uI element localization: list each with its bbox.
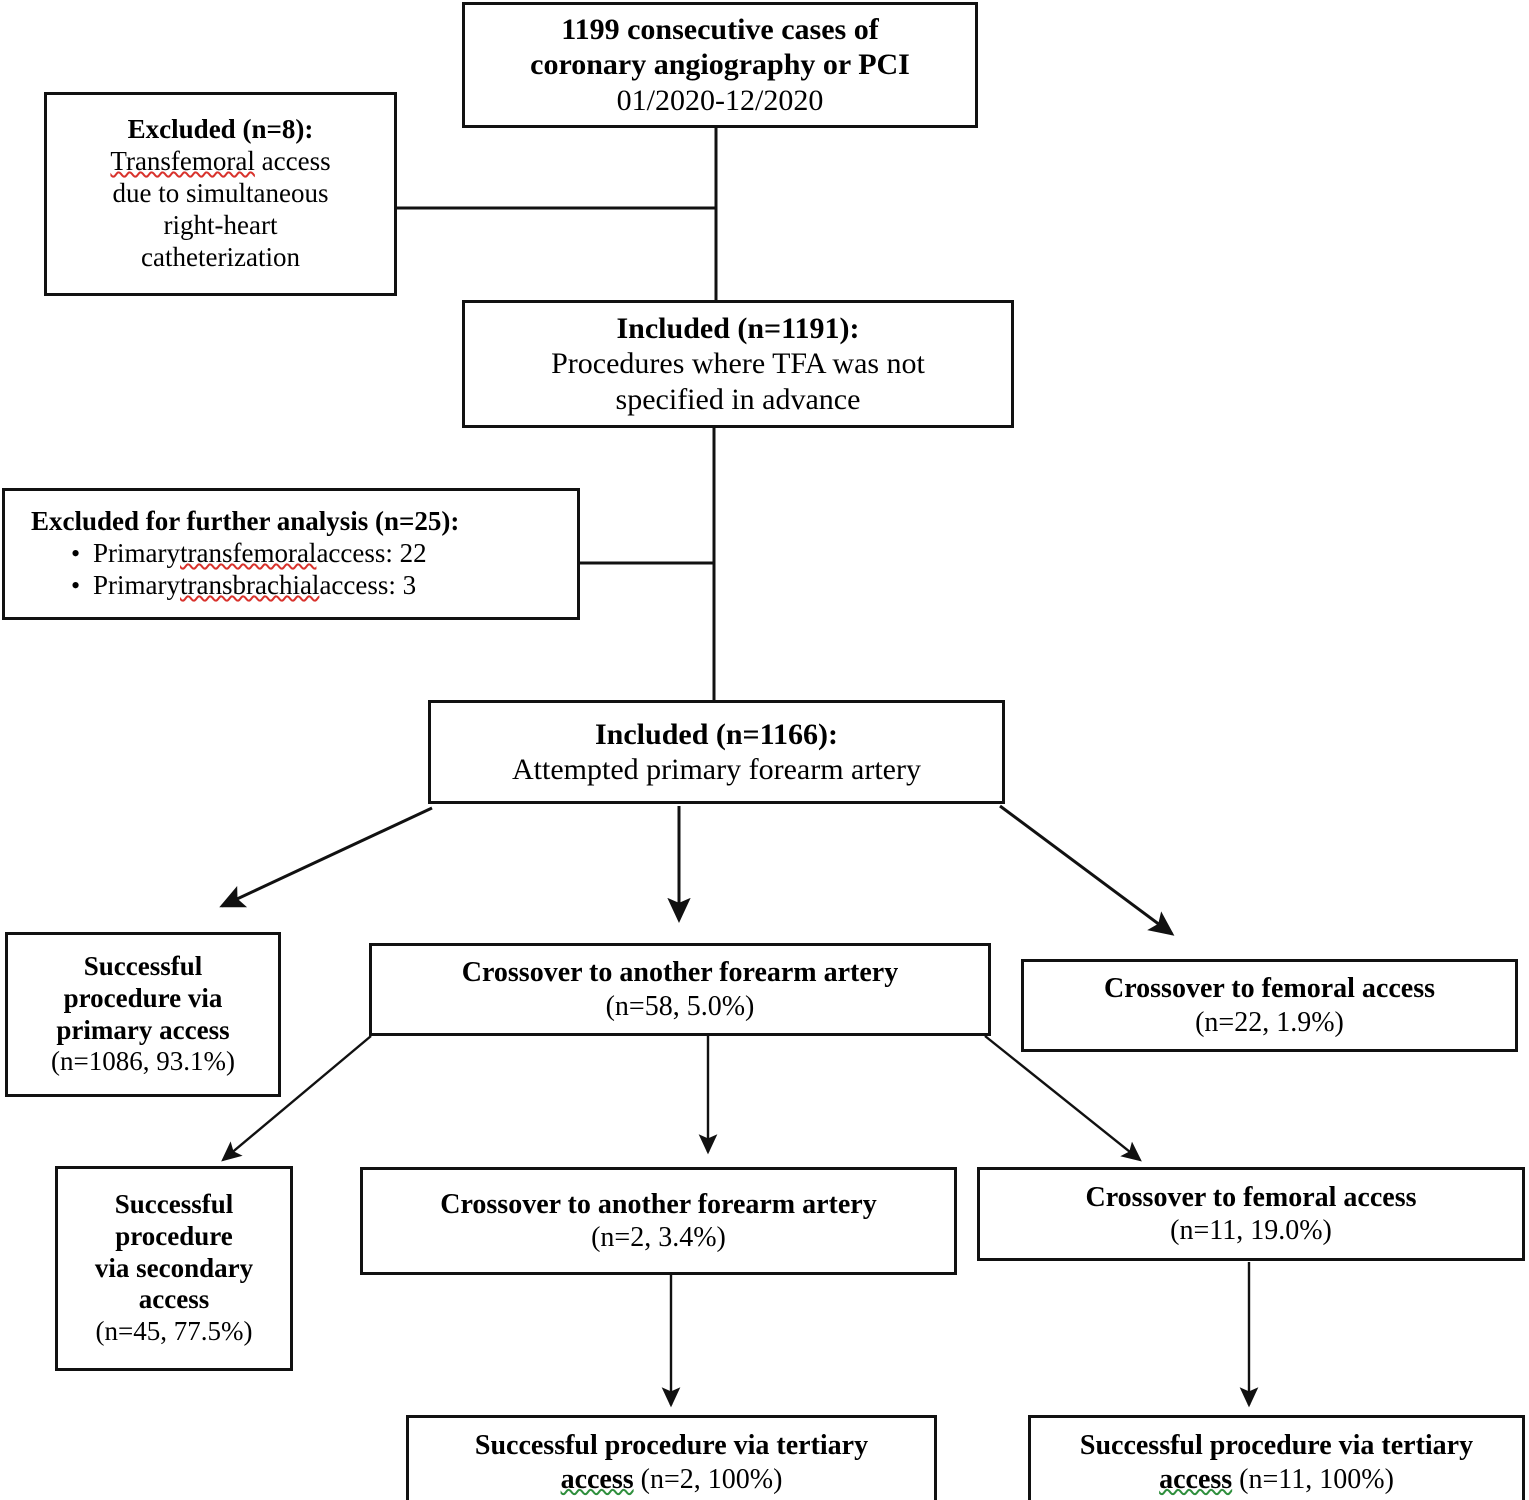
included1191-line1: Procedures where TFA was not <box>551 347 925 381</box>
crossover-femoral22-line1: Crossover to femoral access <box>1104 973 1435 1005</box>
list-item: • Primary transfemoral access: 22 <box>5 538 577 570</box>
arrow-1166-to-success-primary <box>219 806 433 908</box>
spellcheck-transfemoral: Transfemoral <box>110 146 255 177</box>
tertiary11-line1: Successful procedure via tertiary <box>1079 1430 1474 1462</box>
crossover-femoral11-line1: Crossover to femoral access <box>1085 1181 1417 1213</box>
bullet2-pre: Primary <box>93 569 180 600</box>
node-included-1191: Included (n=1191): Procedures where TFA … <box>462 300 1014 428</box>
tertiary2-line1: Successful procedure via tertiary <box>474 1430 869 1462</box>
excluded8-line2: due to simultaneous <box>112 178 329 209</box>
crossover2-line1: Crossover to another forearm artery <box>440 1188 877 1220</box>
included1191-header: Included (n=1191): <box>616 311 860 345</box>
arrow-58-to-crossover-femoral11 <box>984 1035 1142 1162</box>
excluded8-line1-rest: access <box>254 146 331 177</box>
excluded8-line1: Transfemoral access <box>110 146 330 178</box>
included1191-line2: specified in advance <box>615 382 861 416</box>
excluded8-line3: right-heart <box>163 209 278 240</box>
node-included-1166: Included (n=1166): Attempted primary for… <box>428 700 1005 804</box>
grammarcheck-access-2: access <box>560 1463 634 1495</box>
success-secondary-count: (n=45, 77.5%) <box>95 1316 253 1347</box>
spellcheck-transfemoral-bullet: transfemoral <box>180 538 317 569</box>
bullet-icon: • <box>71 570 81 600</box>
crossover58-line1: Crossover to another forearm artery <box>461 957 899 989</box>
node-excluded-8: Excluded (n=8): Transfemoral access due … <box>44 92 397 296</box>
node-screened-cases: 1199 consecutive cases of coronary angio… <box>462 2 978 128</box>
screened-line1: 1199 consecutive cases of <box>561 12 879 46</box>
node-excluded-25: Excluded for further analysis (n=25): • … <box>2 488 580 620</box>
crossover-femoral11-count: (n=11, 19.0%) <box>1170 1215 1332 1246</box>
node-crossover-forearm-58: Crossover to another forearm artery (n=5… <box>369 943 991 1036</box>
excluded8-header: Excluded (n=8): <box>127 114 314 145</box>
bullet-icon: • <box>71 539 81 569</box>
tertiary11-line2: access (n=11, 100%) <box>1159 1463 1394 1496</box>
node-success-secondary-access: Successful procedure via secondary acces… <box>55 1166 293 1371</box>
node-crossover-forearm-2: Crossover to another forearm artery (n=2… <box>360 1167 957 1275</box>
node-success-tertiary-forearm: Successful procedure via tertiary access… <box>406 1415 937 1500</box>
screened-line2: coronary angiography or PCI <box>530 48 910 82</box>
node-crossover-femoral-22: Crossover to femoral access (n=22, 1.9%) <box>1021 959 1518 1052</box>
success-primary-line3: primary access <box>56 1014 230 1045</box>
crossover2-count: (n=2, 3.4%) <box>591 1222 726 1253</box>
bullet1-pre: Primary <box>93 538 180 569</box>
node-success-primary-access: Successful procedure via primary access … <box>5 932 281 1097</box>
success-secondary-line4: access <box>138 1284 210 1315</box>
crossover-femoral22-count: (n=22, 1.9%) <box>1195 1006 1344 1038</box>
screened-line3: 01/2020-12/2020 <box>616 83 824 117</box>
included1166-header: Included (n=1166): <box>595 717 838 751</box>
bullet1-post: access: 22 <box>316 538 427 569</box>
tertiary2-line2: access (n=2, 100%) <box>561 1463 783 1496</box>
grammarcheck-access-11: access <box>1159 1463 1233 1495</box>
success-secondary-line3: via secondary <box>94 1252 254 1283</box>
excluded8-line4: catheterization <box>141 241 300 272</box>
tertiary11-count: (n=11, 100%) <box>1232 1463 1394 1495</box>
success-secondary-line2: procedure <box>115 1220 233 1251</box>
crossover58-count: (n=58, 5.0%) <box>605 990 755 1022</box>
excluded25-bullet-list: • Primary transfemoral access: 22 • Prim… <box>5 538 577 602</box>
tertiary2-count: (n=2, 100%) <box>633 1463 783 1495</box>
node-crossover-femoral-11: Crossover to femoral access (n=11, 19.0%… <box>977 1167 1525 1261</box>
success-primary-count: (n=1086, 93.1%) <box>51 1046 235 1077</box>
node-success-tertiary-femoral: Successful procedure via tertiary access… <box>1028 1415 1525 1500</box>
success-primary-line2: procedure via <box>63 982 223 1013</box>
bullet2-post: access: 3 <box>319 569 417 600</box>
spellcheck-transbrachial-bullet: transbrachial <box>180 569 320 600</box>
excluded25-header: Excluded for further analysis (n=25): <box>31 506 460 537</box>
included1166-line1: Attempted primary forearm artery <box>512 753 921 786</box>
arrow-1166-to-crossover-femoral22 <box>999 804 1175 936</box>
success-primary-line1: Successful <box>83 950 203 981</box>
success-secondary-line1: Successful <box>114 1188 234 1219</box>
list-item: • Primary transbrachial access: 3 <box>5 570 577 602</box>
